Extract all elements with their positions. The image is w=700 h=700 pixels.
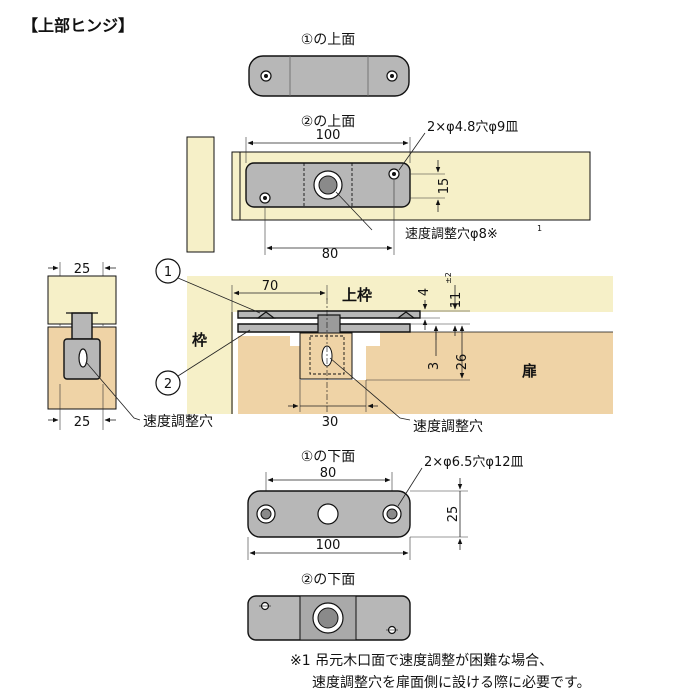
hole-inner (260, 508, 272, 520)
dim-pitch-80: 80 (322, 247, 339, 262)
speed-adjust-inner-bottom (317, 607, 339, 629)
dim-4: 4 (417, 288, 432, 296)
screw (256, 311, 276, 319)
dim-bottom1-100: 100 (316, 538, 341, 553)
leader-line (177, 277, 261, 314)
dim-11-tolerance: ±2 (444, 272, 453, 284)
part-1-top-plate (248, 55, 410, 97)
door-section (238, 332, 613, 414)
dim-3: 3 (427, 362, 442, 370)
frame-label: 枠 (192, 331, 207, 349)
upper-frame-section (187, 276, 613, 312)
footnote: ※1 吊元木口面で速度調整が困難な場合、 速度調整穴を扉面側に設ける際に必要です… (290, 650, 690, 694)
speed-hole-label-right: 速度調整穴 (413, 419, 483, 435)
speed-hole-side (78, 348, 88, 368)
dim-26: 26 (455, 354, 470, 371)
hole-center (263, 196, 267, 200)
frame-wood-side (186, 136, 215, 253)
hole-center (392, 172, 396, 176)
dim-bottom1-80: 80 (320, 466, 337, 481)
view-top-1: ①の上面 (248, 32, 410, 97)
dim-70: 70 (262, 279, 279, 294)
view-top-2-label: ②の上面 (301, 114, 356, 130)
callout-1-circle (155, 258, 181, 284)
speed-hole-spec: 速度調整穴φ8※ (405, 226, 498, 242)
speed-hole-label-left: 速度調整穴 (143, 414, 213, 430)
view-bottom-2-label: ②の下面 (301, 572, 356, 588)
side-view: 25 25 速度調整穴 (47, 262, 213, 430)
view-bottom-1: ①の下面 80 2×φ6.5穴φ12皿 25 100 (247, 449, 524, 560)
callout-1: 1 (164, 265, 172, 280)
footnote-line-1: ※1 吊元木口面で速度調整が困難な場合、 (290, 650, 690, 672)
view-bottom-2: ②の下面 (247, 572, 411, 641)
hole-inner (386, 508, 398, 520)
leader-line (85, 361, 141, 421)
upper-frame-label: 上枠 (342, 286, 372, 304)
speed-adjust-inner (318, 175, 338, 195)
leader-line (397, 467, 423, 507)
leader-line (398, 132, 426, 171)
hinge-pivot-side (71, 312, 93, 340)
view-bottom-1-label: ①の下面 (301, 449, 356, 465)
callout-2: 2 (164, 377, 172, 392)
footnote-mark: ※1 (290, 653, 311, 669)
screw (396, 311, 416, 319)
dim-height-15: 15 (437, 178, 452, 195)
view-top-2: ②の上面 100 80 15 2×φ4.8穴φ9皿 (186, 114, 591, 262)
section-view: 上枠 枠 扉 70 4 11 ±2 3 26 30 速度調整穴 (155, 258, 613, 435)
dim-side-top-25: 25 (74, 262, 91, 277)
footnote-text-2: 速度調整穴を扉面側に設ける際に必要です。 (312, 675, 591, 691)
drawing-title: 【上部ヒンジ】 (22, 16, 134, 35)
hole-spec-bottom1: 2×φ6.5穴φ12皿 (424, 455, 524, 470)
footnote-mark: 1 (537, 224, 542, 233)
dim-bottom1-25: 25 (446, 506, 461, 523)
dim-11: 11 (449, 292, 464, 309)
dim-width-100: 100 (316, 128, 341, 143)
dim-side-bottom-25: 25 (74, 415, 91, 430)
footnote-text-1: 吊元木口面で速度調整が困難な場合、 (315, 653, 554, 669)
hole-spec-top2: 2×φ4.8穴φ9皿 (427, 120, 518, 135)
leader-line (335, 191, 373, 231)
hole-center (390, 74, 394, 78)
pivot-section (317, 314, 341, 336)
door-label: 扉 (521, 362, 537, 380)
frame-section (187, 312, 233, 414)
leader-line (177, 329, 251, 377)
dim-30: 30 (322, 415, 339, 430)
leader-line (329, 357, 411, 421)
callout-2-circle (155, 370, 181, 396)
view-top-1-label: ①の上面 (301, 32, 356, 48)
hole-center (264, 74, 268, 78)
footnote-line-2: 速度調整穴を扉面側に設ける際に必要です。 (290, 672, 690, 694)
center-hole (317, 503, 339, 525)
